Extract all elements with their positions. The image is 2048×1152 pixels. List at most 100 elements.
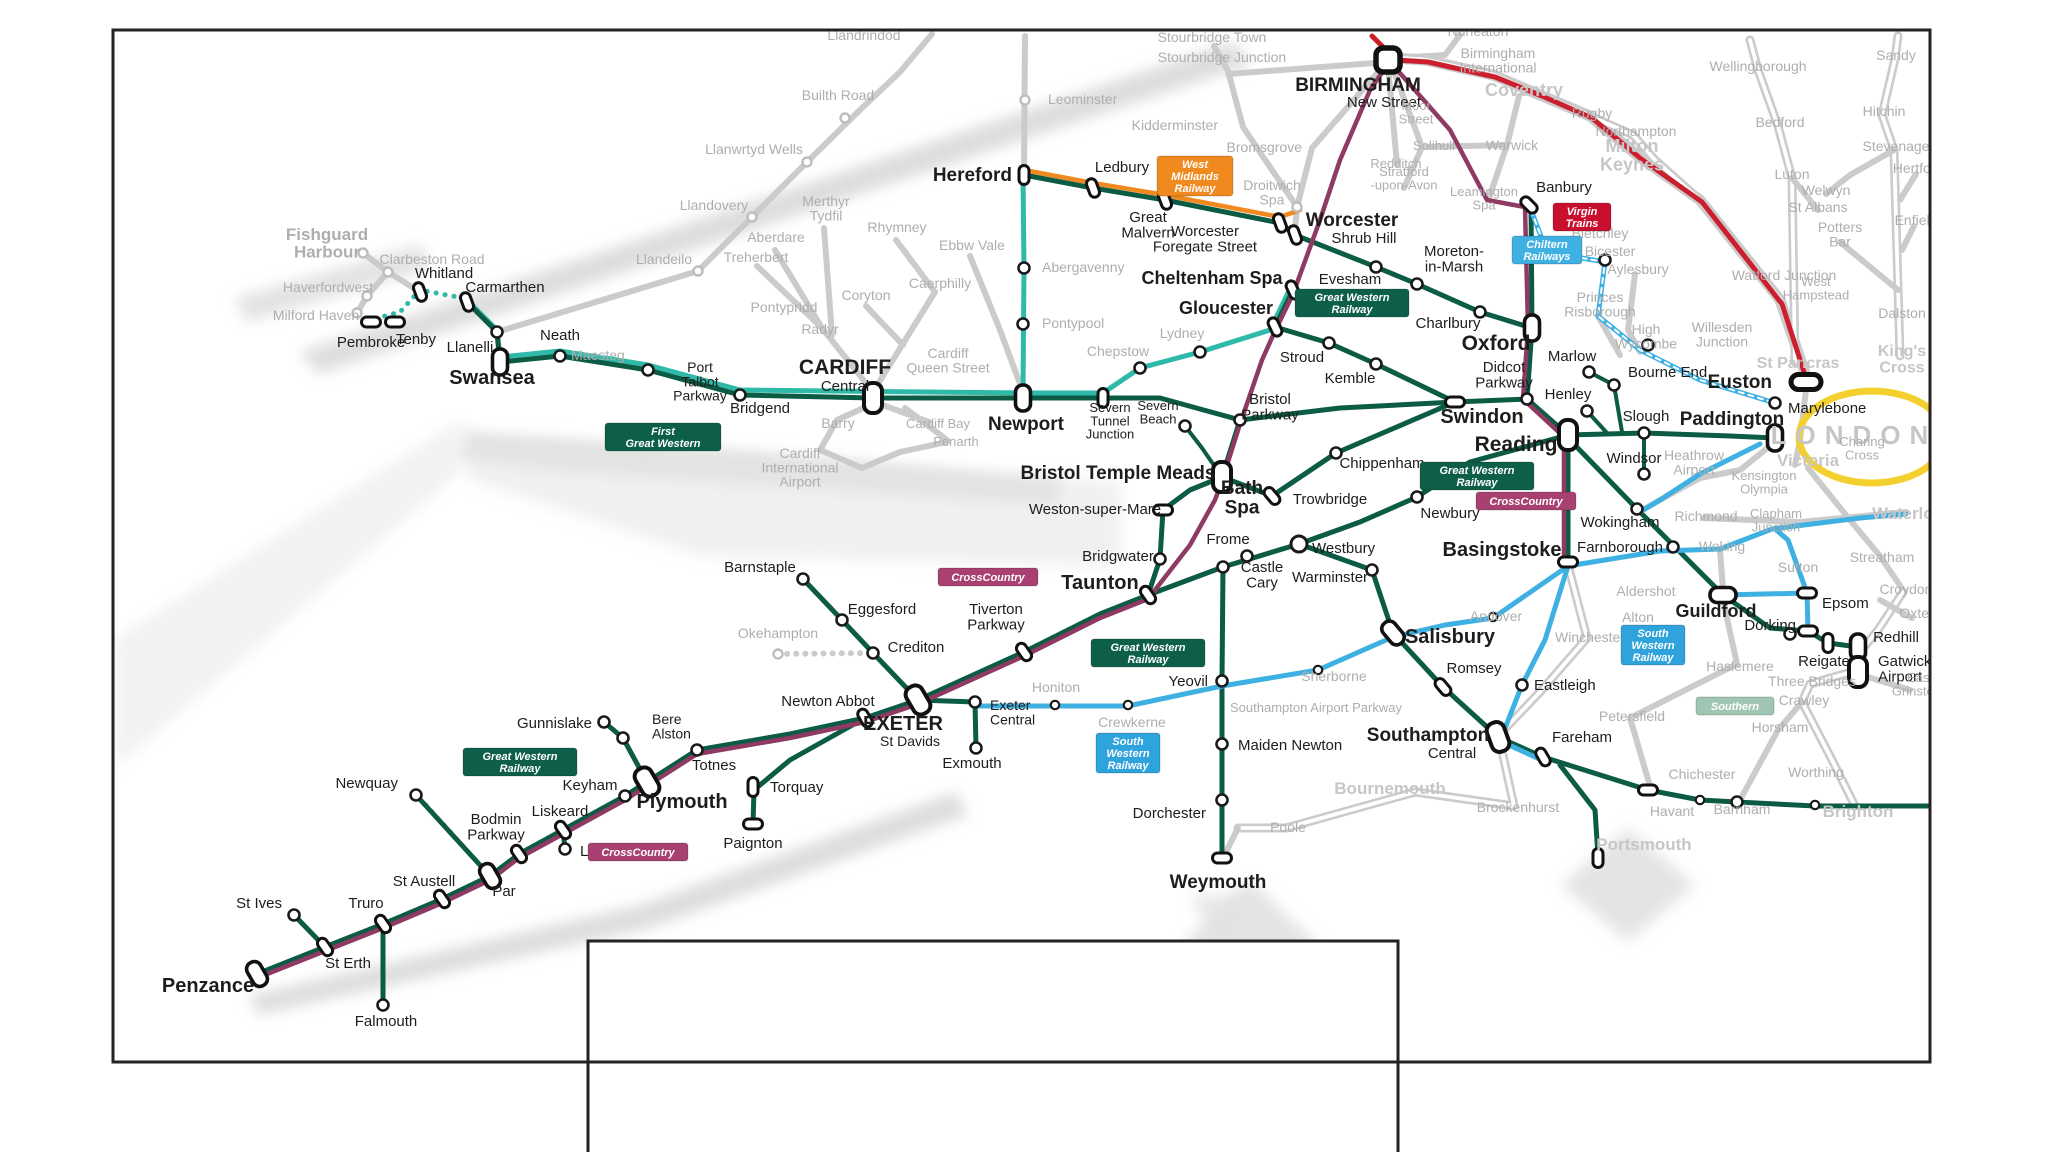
station-label: Rugby — [1572, 105, 1612, 121]
station-label: Penarth — [933, 434, 979, 449]
station-marker-lozenge — [1796, 586, 1818, 600]
station-label: Abergavenny — [1042, 259, 1125, 275]
inset-background — [588, 941, 1398, 1152]
station-marker-interchange — [477, 861, 503, 891]
station-label: Central — [821, 378, 869, 395]
station-marker — [616, 731, 630, 745]
station-label: Rhymney — [867, 219, 926, 235]
station-label: St Pancras — [1757, 355, 1840, 372]
station-label: Lydney — [1160, 325, 1205, 341]
station-label: Builth Road — [802, 87, 874, 103]
station-marker — [1630, 502, 1644, 516]
station-label: Barry — [821, 415, 854, 431]
station-label: Marlow — [1548, 348, 1597, 365]
rail-line-gwr-banbury — [1528, 203, 1535, 331]
station-marker — [690, 743, 704, 757]
station-label: Llanwrtyd Wells — [705, 141, 803, 157]
rail-line-teal-pembroke-dotted — [371, 287, 423, 322]
station-label: St Erth — [325, 955, 371, 972]
station-marker — [1215, 793, 1229, 807]
station-label: Eggesford — [848, 601, 916, 618]
station-marker-small — [1487, 611, 1499, 623]
rail-line-stratford-line — [1401, 144, 1425, 191]
station-marker-major-interchange — [862, 381, 884, 415]
station-label: Barnham — [1714, 801, 1771, 817]
operator-badge-label: Western — [1631, 640, 1674, 652]
operator-badge-label: Railway — [1175, 183, 1217, 195]
station-label: Trowbridge — [1293, 491, 1367, 508]
station-label: Maesteg — [571, 347, 625, 363]
station-label: Nuneaton — [1448, 23, 1509, 39]
station-marker — [1641, 338, 1655, 352]
station-label: Bridgwater — [1082, 548, 1154, 565]
station-marker — [490, 325, 504, 339]
operator-badge: CrossCountry — [1475, 491, 1577, 511]
station-label: Eastleigh — [1534, 677, 1596, 694]
station-label: Winchester — [1555, 629, 1625, 645]
operator-badge-bg — [1090, 638, 1206, 668]
station-marker — [1637, 426, 1651, 440]
rail-line-enfield-line — [1899, 223, 1917, 253]
station-label: Honiton — [1032, 679, 1080, 695]
station-marker — [1365, 563, 1379, 577]
station-label: Stroud — [1280, 349, 1324, 366]
station-label: Haslemere — [1706, 658, 1774, 674]
station-label: Evesham — [1319, 271, 1382, 288]
station-marker-lozenge — [1444, 395, 1466, 409]
station-label: Streatham — [1850, 549, 1915, 565]
rail-line-oxted-line — [1877, 597, 1915, 621]
station-label: Northampton — [1596, 123, 1677, 139]
station-label: BIRMINGHAM — [1295, 75, 1421, 96]
station-label: Bedford — [1755, 114, 1804, 130]
station-marker-interchange — [1013, 383, 1033, 413]
operator-badge-bg — [937, 567, 1039, 587]
station-marker-small — [1809, 799, 1821, 811]
station-marker — [1607, 378, 1621, 392]
station-label: St Ives — [236, 895, 282, 912]
operator-badge-label: Southern — [1711, 701, 1760, 713]
station-marker-lozenge — [856, 707, 874, 729]
station-marker-lozenge — [1557, 555, 1579, 569]
station-marker-lozenge — [360, 315, 382, 329]
station-marker-lozenge — [384, 315, 406, 329]
station-marker-lozenge — [1271, 212, 1289, 234]
station-label: Caerphilly — [909, 275, 971, 291]
operator-badge-label: Railway — [1332, 304, 1374, 316]
operator-badge-label: First — [651, 426, 676, 438]
station-label: Horsham — [1752, 719, 1809, 735]
station-label: Victoria — [1777, 451, 1840, 470]
station-label: Banbury — [1536, 179, 1592, 196]
station-label: Weymouth — [1170, 872, 1267, 893]
london-circle — [1795, 387, 1930, 487]
station-label: Newton Abbot — [781, 693, 875, 710]
operator-badge-label: South — [1637, 628, 1668, 640]
station-label: Treherbert — [724, 249, 789, 265]
rail-line-gwr-heart-wessex — [1219, 564, 1226, 861]
station-marker — [733, 388, 747, 402]
station-label: Oxford — [1462, 332, 1531, 355]
station-marker — [1473, 305, 1487, 319]
station-marker-small — [1312, 664, 1324, 676]
operator-badge-label: Great Western — [1111, 642, 1186, 654]
station-marker-grey — [361, 290, 373, 302]
station-marker-terminus-square — [1373, 45, 1403, 75]
station-label: Westbury — [1312, 540, 1376, 557]
station-marker-grey — [746, 211, 758, 223]
rail-line-heart-of-wales — [494, 31, 935, 361]
station-label: Welwyn — [1802, 182, 1851, 198]
station-marker-lozenge — [411, 281, 429, 303]
station-marker-grey — [1019, 94, 1031, 106]
station-label: Henley — [1545, 386, 1592, 403]
